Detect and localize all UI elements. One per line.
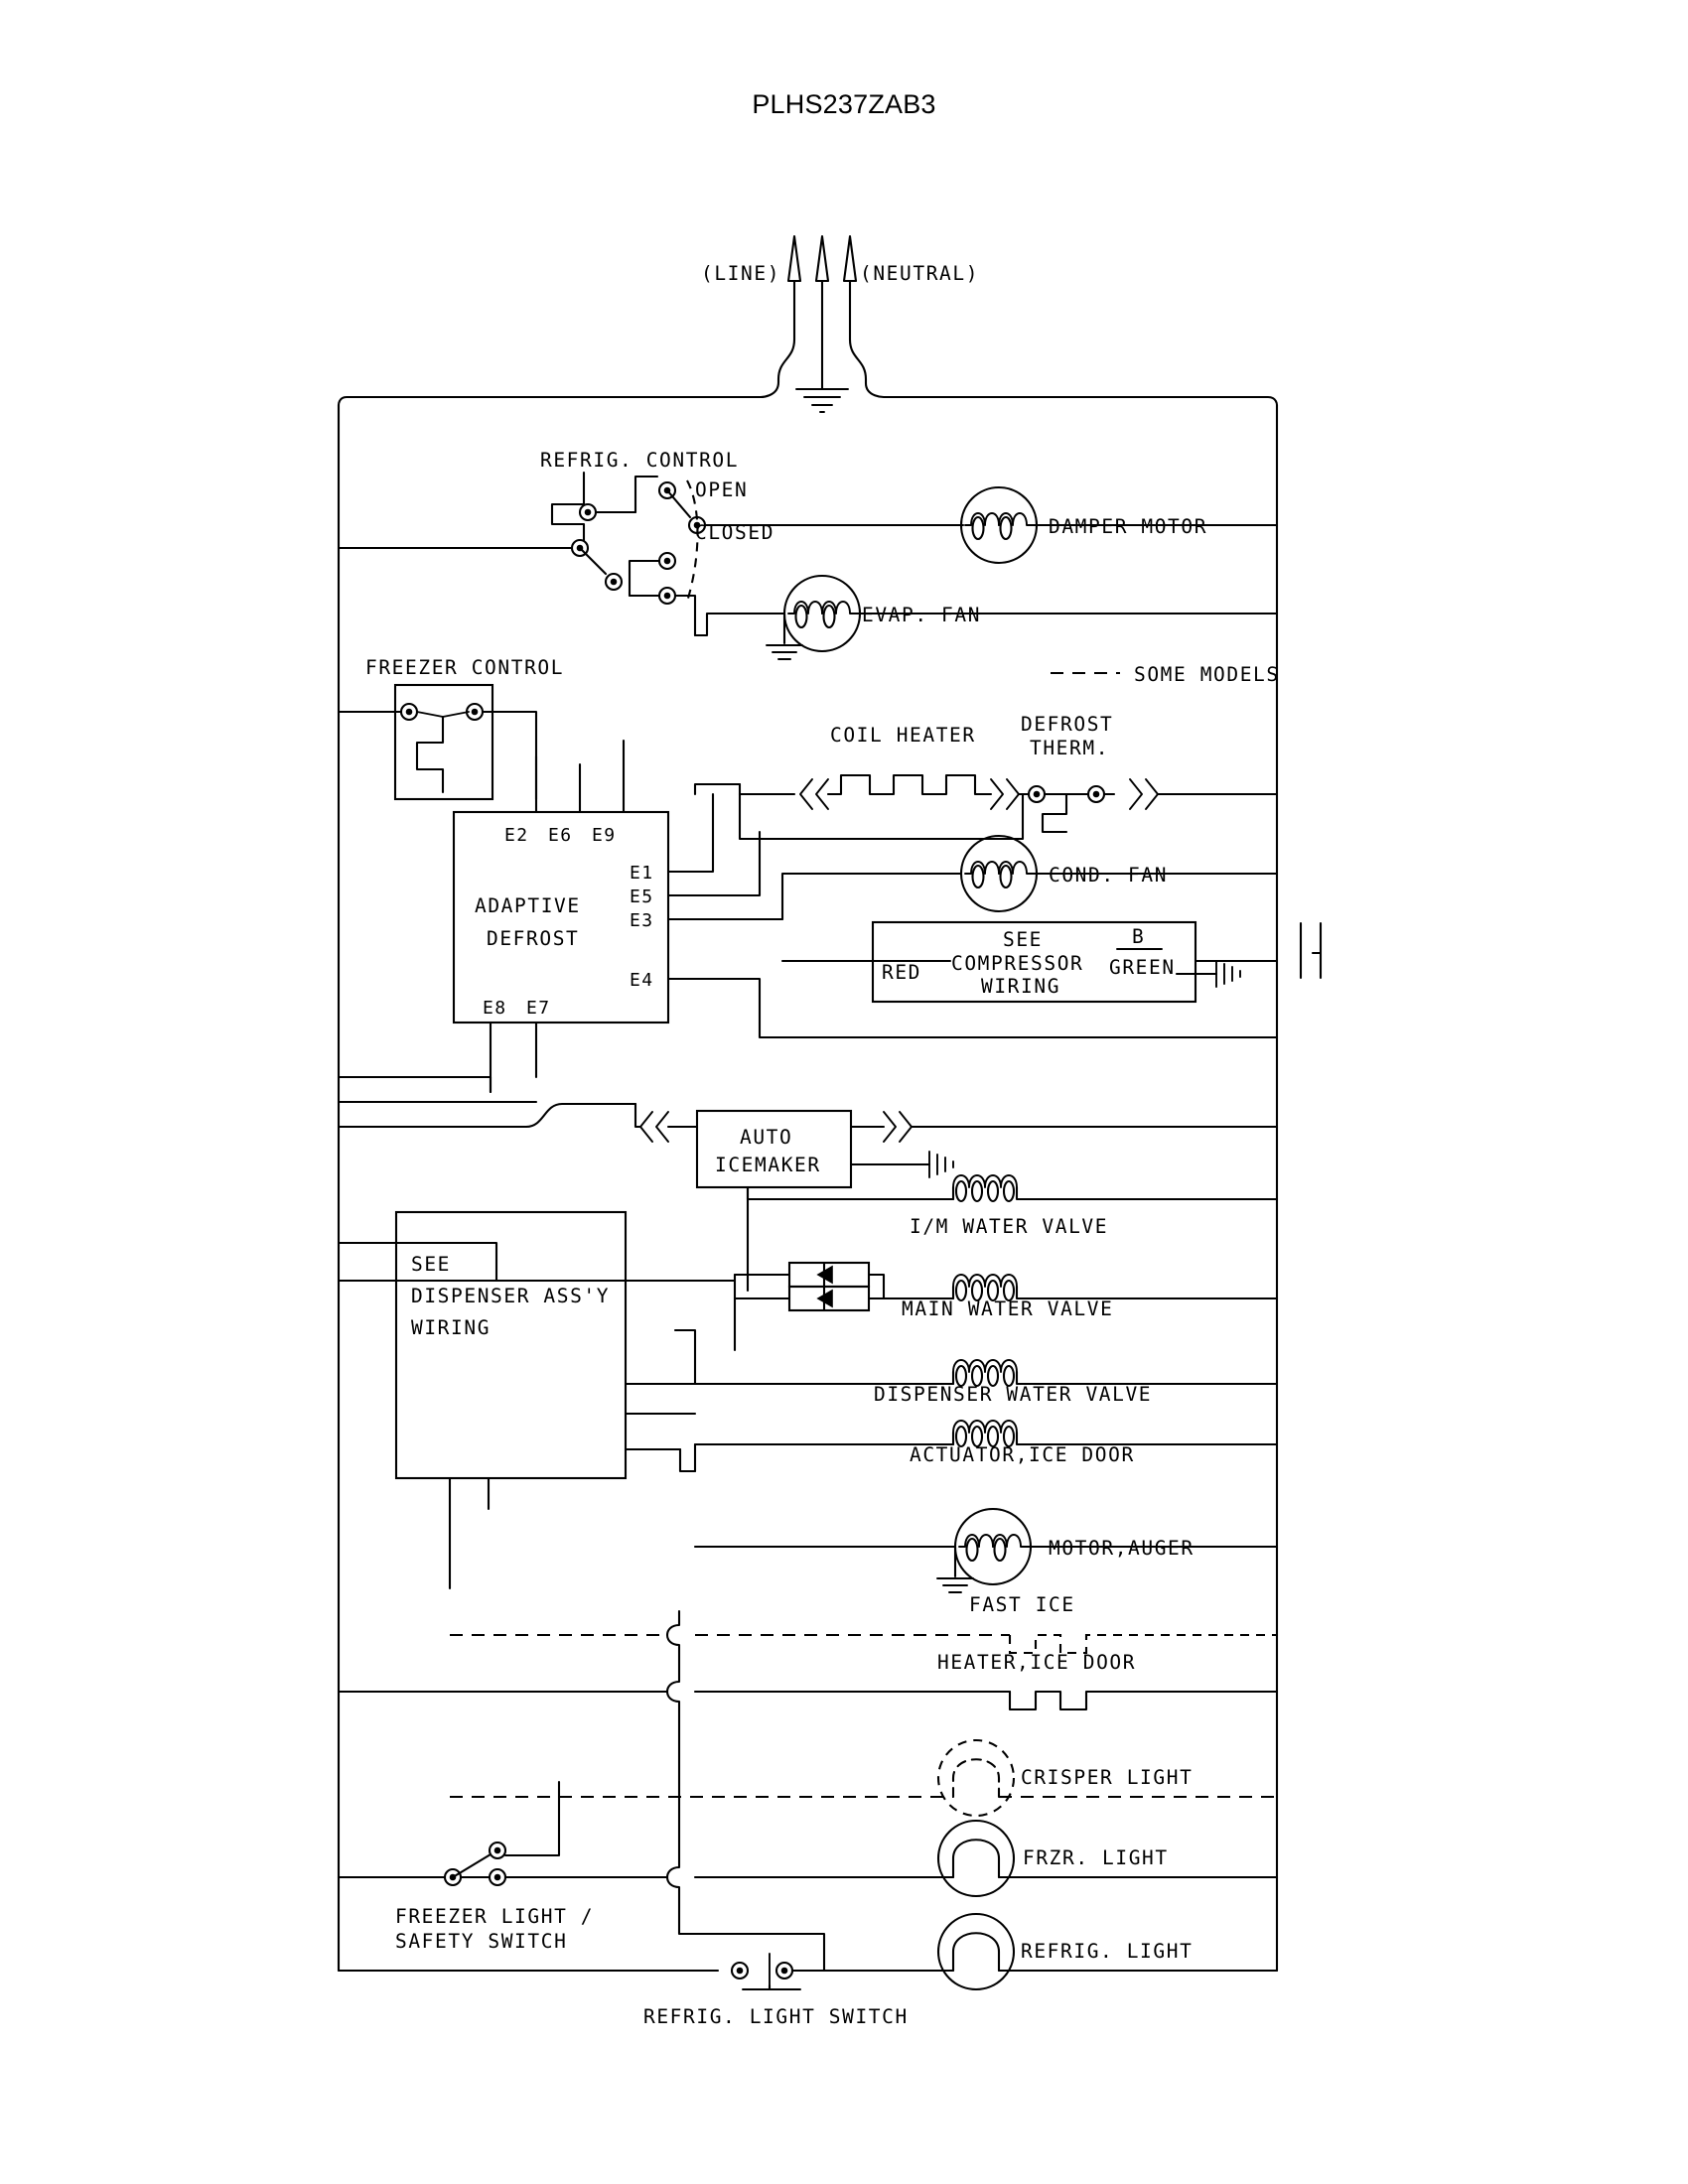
- auto-icemaker-block: [337, 1102, 1279, 1293]
- damper-motor-branch: [703, 485, 1279, 565]
- page-title: PLHS237ZAB3: [752, 89, 936, 119]
- refrig-control-open-label: OPEN: [695, 478, 748, 501]
- cond-fan-label: COND. FAN: [1049, 864, 1168, 887]
- freezer-light-switch-label-2: SAFETY SWITCH: [395, 1930, 567, 1953]
- compressor-b-label: B: [1132, 925, 1145, 948]
- motor-auger-label: MOTOR,AUGER: [1049, 1537, 1195, 1560]
- auto-icemaker-label-1: AUTO: [740, 1126, 792, 1149]
- adaptive-defrost-terminal-e6: E6: [548, 825, 572, 846]
- damper-motor-label: DAMPER MOTOR: [1049, 515, 1207, 538]
- neutral-label: (NEUTRAL): [860, 262, 979, 285]
- refrig-light-switch-label: REFRIG. LIGHT SWITCH: [643, 2005, 909, 2028]
- supply-plug-prongs: [786, 234, 858, 341]
- freezer-light-switch-label-1: FREEZER LIGHT /: [395, 1905, 594, 1928]
- compressor-label-3: WIRING: [981, 975, 1060, 998]
- defrost-therm-label-1: DEFROST: [1021, 713, 1113, 736]
- refrig-light-branch: [337, 1909, 1279, 1991]
- dispenser-water-valve-branch: [693, 1359, 1279, 1388]
- compressor-label-2: COMPRESSOR: [951, 952, 1083, 975]
- compressor-wiring-box: [780, 920, 1279, 1004]
- freezer-light-safety-switch[interactable]: [337, 1780, 669, 1887]
- heater-ice-door-branch: [337, 1658, 1279, 1726]
- main-water-valve-branch: [337, 1241, 1279, 1352]
- dispenser-label-3: WIRING: [411, 1316, 491, 1339]
- dispenser-label-1: SEE: [411, 1253, 451, 1276]
- fast-ice-branch: [450, 1609, 1277, 1662]
- crisper-light-label: CRISPER LIGHT: [1021, 1766, 1193, 1789]
- adaptive-defrost-label-1: ADAPTIVE: [475, 894, 581, 917]
- adaptive-defrost-label-2: DEFROST: [487, 927, 579, 950]
- compressor-red-label: RED: [882, 961, 921, 984]
- refrig-control-closed-label: CLOSED: [695, 521, 774, 544]
- frzr-light-label: FRZR. LIGHT: [1023, 1846, 1169, 1869]
- adaptive-defrost-terminal-e7: E7: [526, 998, 550, 1019]
- frzr-light-branch: [337, 1722, 1279, 1913]
- coil-heater-circuit: [693, 773, 1279, 841]
- freezer-control-switch[interactable]: [337, 683, 538, 801]
- compressor-green-label: GREEN: [1109, 956, 1176, 979]
- supply-bus: [337, 338, 1279, 1973]
- adaptive-defrost-terminal-e3: E3: [630, 910, 653, 931]
- im-water-valve-branch: [746, 1174, 1279, 1203]
- adaptive-defrost-module: [452, 739, 670, 1094]
- auto-icemaker-label-2: ICEMAKER: [715, 1154, 821, 1176]
- line-label: (LINE): [701, 262, 780, 285]
- adaptive-defrost-terminal-e9: E9: [592, 825, 616, 846]
- cond-fan-branch: [780, 834, 1279, 921]
- wire-hop-crossings: [524, 1102, 637, 1129]
- actuator-ice-door-label: ACTUATOR,ICE DOOR: [910, 1443, 1135, 1466]
- motor-auger-branch: [693, 1507, 1279, 1593]
- compressor-label-1: SEE: [1003, 928, 1043, 951]
- adaptive-defrost-terminal-e1: E1: [630, 863, 653, 884]
- adaptive-defrost-right-leads: [666, 792, 784, 1024]
- dispenser-assembly-box: [394, 1210, 697, 1590]
- evap-fan-label: EVAP. FAN: [862, 604, 981, 626]
- fast-ice-label: FAST ICE: [969, 1593, 1075, 1616]
- main-water-valve-label: MAIN WATER VALVE: [902, 1297, 1113, 1320]
- adaptive-defrost-terminal-e2: E2: [504, 825, 528, 846]
- defrost-therm-label-2: THERM.: [1030, 737, 1109, 759]
- right-edge-connector: [1299, 921, 1323, 980]
- refrig-control-switch[interactable]: [337, 471, 707, 637]
- coil-heater-label: COIL HEATER: [830, 724, 976, 747]
- dispenser-label-2: DISPENSER ASS'Y: [411, 1285, 610, 1307]
- evap-fan-branch: [693, 574, 1279, 660]
- crisper-light-branch: [450, 1738, 1277, 1818]
- dispenser-water-valve-label: DISPENSER WATER VALVE: [874, 1383, 1152, 1406]
- im-water-valve-label: I/M WATER VALVE: [910, 1215, 1108, 1238]
- refrig-control-label: REFRIG. CONTROL: [540, 449, 739, 472]
- actuator-ice-door-branch: [678, 1420, 1279, 1473]
- heater-ice-door-label: HEATER,ICE DOOR: [937, 1651, 1136, 1674]
- some-models-label: SOME MODELS: [1134, 663, 1280, 686]
- freezer-control-label: FREEZER CONTROL: [365, 656, 564, 679]
- upper-block-frame: [337, 1021, 1279, 1104]
- refrig-light-label: REFRIG. LIGHT: [1021, 1940, 1193, 1963]
- adaptive-defrost-terminal-e8: E8: [483, 998, 506, 1019]
- adaptive-defrost-terminal-e5: E5: [630, 887, 653, 907]
- adaptive-defrost-terminal-e4: E4: [630, 970, 653, 991]
